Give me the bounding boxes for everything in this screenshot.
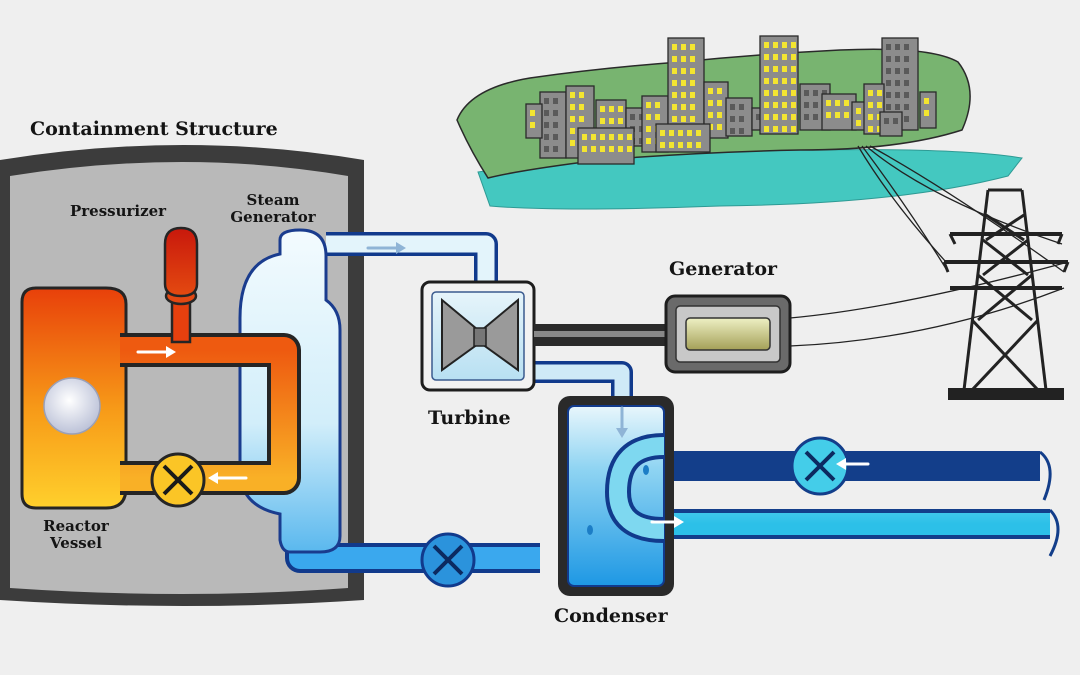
flow-arrow-icon <box>836 458 870 470</box>
flow-arrow-icon <box>208 472 248 484</box>
steam-line <box>326 232 498 290</box>
reactor-core <box>43 377 101 435</box>
label-condenser: Condenser <box>554 605 668 627</box>
label-turbine: Turbine <box>428 407 511 429</box>
reactor-vessel <box>20 286 128 510</box>
transmission-tower-icon <box>942 188 1070 400</box>
flow-arrow-icon <box>616 406 628 438</box>
generator <box>664 294 792 374</box>
pump-x-icon <box>150 452 206 508</box>
label-generator: Generator <box>669 258 777 280</box>
power-lines <box>789 145 1069 347</box>
pressurizer <box>163 226 199 344</box>
pump-x-icon <box>790 436 850 496</box>
city-buildings-icon <box>525 35 937 165</box>
condenser <box>558 396 674 596</box>
label-steam-generator: Steam Generator <box>222 191 324 227</box>
flow-arrow-icon <box>650 516 684 528</box>
turbine-exhaust-line <box>530 361 633 396</box>
flow-arrow-icon <box>366 242 406 254</box>
label-reactor-vessel-line2: Vessel <box>50 534 102 553</box>
flow-arrow-icon <box>136 346 176 358</box>
pump-x-icon <box>420 532 476 588</box>
label-reactor-vessel-line1: Reactor <box>43 517 109 535</box>
label-pressurizer: Pressurizer <box>70 202 167 220</box>
label-steam-generator-line2: Generator <box>230 208 316 227</box>
label-steam-generator-line1: Steam <box>246 191 300 209</box>
label-reactor-vessel: Reactor Vessel <box>34 517 118 553</box>
turbine <box>420 280 536 392</box>
label-containment-structure: Containment Structure <box>30 118 278 140</box>
